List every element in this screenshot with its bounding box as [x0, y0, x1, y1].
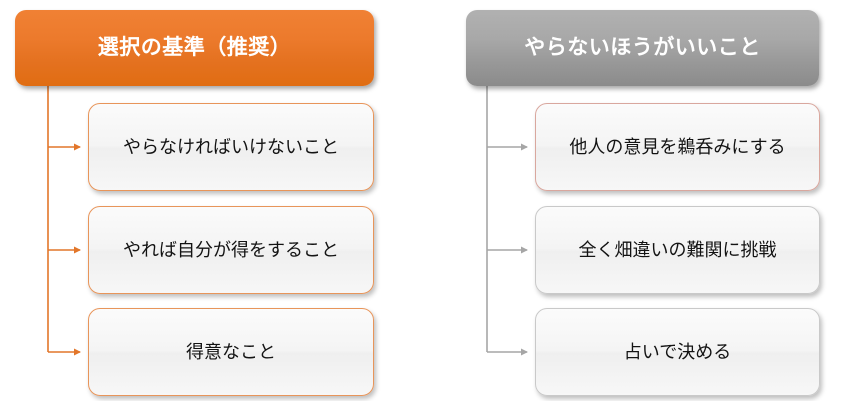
- node-recommended-0-label: やらなければいけないこと: [123, 136, 339, 157]
- node-recommended-1-label: やれば自分が得をすること: [123, 239, 339, 260]
- node-avoid-1-label: 全く畑違いの難関に挑戦: [578, 239, 777, 260]
- node-recommended-0[interactable]: やらなければいけないこと: [88, 103, 374, 191]
- group-header-avoid-label: やらないほうがいいこと: [524, 36, 761, 60]
- node-recommended-1[interactable]: やれば自分が得をすること: [88, 206, 374, 294]
- group-header-avoid[interactable]: やらないほうがいいこと: [466, 10, 819, 86]
- node-avoid-1[interactable]: 全く畑違いの難関に挑戦: [535, 206, 820, 294]
- group-header-recommended-label: 選択の基準（推奨）: [97, 36, 292, 60]
- node-recommended-2[interactable]: 得意なこと: [88, 308, 374, 396]
- group-header-recommended[interactable]: 選択の基準（推奨）: [15, 10, 374, 86]
- node-recommended-2-label: 得意なこと: [186, 341, 276, 362]
- node-avoid-2-label: 占いで決める: [623, 341, 732, 362]
- node-avoid-0-label: 他人の意見を鵜呑みにする: [569, 136, 786, 157]
- node-avoid-2[interactable]: 占いで決める: [535, 308, 820, 396]
- node-avoid-0[interactable]: 他人の意見を鵜呑みにする: [535, 103, 820, 191]
